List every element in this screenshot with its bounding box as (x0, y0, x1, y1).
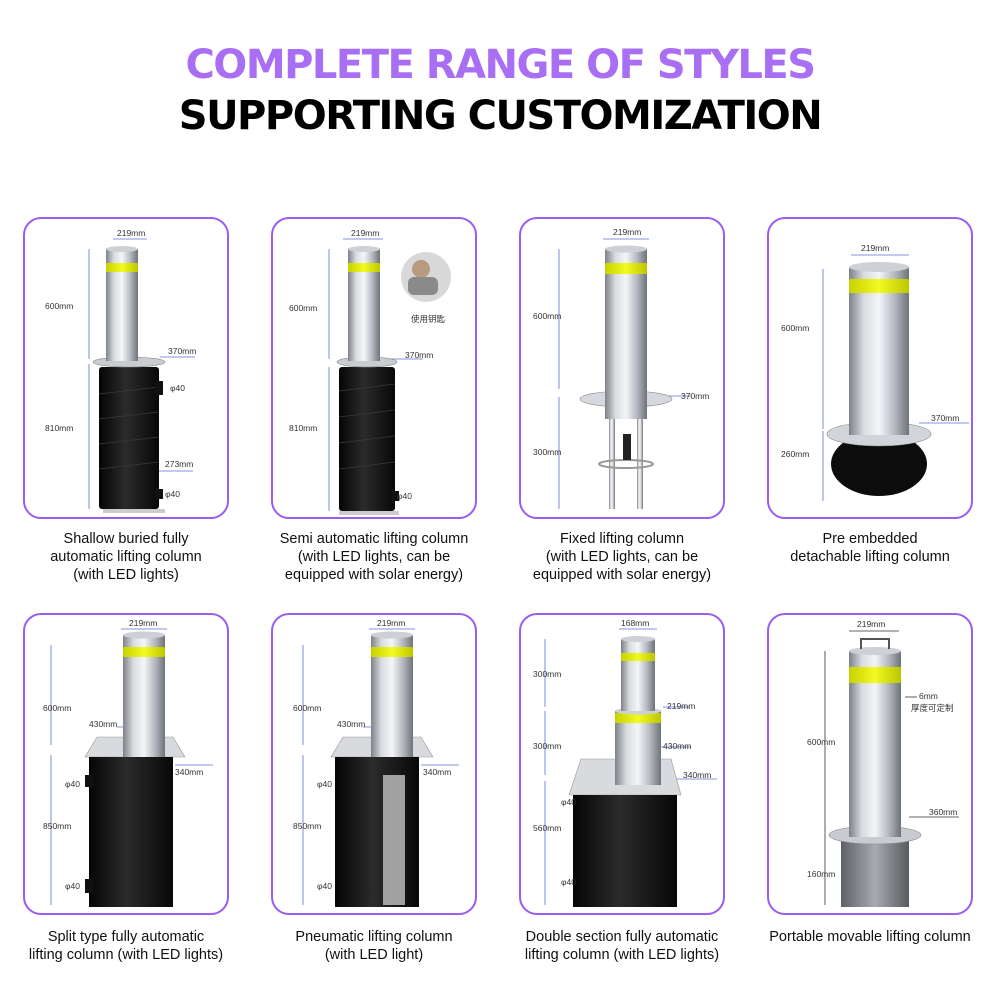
dim-top: 168mm (621, 618, 649, 628)
dim-thickness: 6mm (919, 691, 938, 701)
dim-upper: 600mm (43, 703, 71, 713)
dim-lower: 160mm (807, 869, 835, 879)
dim-lower: 560mm (533, 823, 561, 833)
dim-flange: 370mm (931, 413, 959, 423)
dim-top: 219mm (129, 618, 157, 628)
dim-plate: 430mm (337, 719, 365, 729)
dim-upper: 600mm (781, 323, 809, 333)
dim-upper: 600mm (293, 703, 321, 713)
dim-upper: 300mm (533, 669, 561, 679)
dim-mid: 219mm (667, 701, 695, 711)
dim-top: 219mm (117, 228, 145, 238)
dim-hole: φ40 (317, 881, 332, 891)
dim-side: 340mm (683, 770, 711, 780)
dim-top: 219mm (857, 619, 885, 629)
dim-top: 219mm (377, 618, 405, 628)
dim-base: 273mm (165, 459, 193, 469)
caption-fixed: Fixed lifting column(with LED lights, ca… (532, 531, 712, 583)
dim-hole: φ40 (165, 489, 180, 499)
dim-top: 219mm (861, 243, 889, 253)
dim-flange: 370mm (681, 391, 709, 401)
dim-upper: 600mm (807, 737, 835, 747)
dim-plate: 430mm (663, 741, 691, 751)
headline-bottom: SUPPORTING CUSTOMIZATION (178, 93, 823, 139)
dim-hole: φ40 (397, 491, 412, 501)
dim-top: 219mm (351, 228, 379, 238)
headline-top: COMPLETE RANGE OF STYLES (185, 42, 816, 88)
inset-label: 使用钥匙 (411, 314, 446, 324)
product-card-split-type[interactable]: 219mm 600mm 430mm 340mm φ40 850mm φ40 (23, 613, 229, 915)
dim-upper: 600mm (45, 301, 73, 311)
dim-flange: 360mm (929, 807, 957, 817)
dim-side: 340mm (175, 767, 203, 777)
key-inset-image (401, 252, 451, 302)
product-card-fixed[interactable]: 219mm 600mm 370mm 300mm (519, 217, 725, 519)
dim-lower: 300mm (533, 447, 561, 457)
dim-flange: 370mm (168, 346, 196, 356)
product-card-semi-automatic[interactable]: 使用钥匙 219mm 600mm 370mm 810mm φ40 (271, 217, 477, 519)
product-card-shallow-buried[interactable]: 219mm 600mm 370mm φ40 810mm 273mm φ40 (23, 217, 229, 519)
dim-hole: φ40 (65, 779, 80, 789)
dim-side: 340mm (423, 767, 451, 777)
dim-upper: 600mm (289, 303, 317, 313)
dim-lower: 810mm (289, 423, 317, 433)
caption-pneumatic: Pneumatic lifting column(with LED light) (295, 929, 453, 963)
dim-lower: 810mm (45, 423, 73, 433)
product-card-pre-embedded[interactable]: 219mm 600mm 370mm 260mm (767, 217, 973, 519)
dim-lower: 260mm (781, 449, 809, 459)
product-card-pneumatic[interactable]: 219mm 600mm 430mm 340mm φ40 850mm φ40 (271, 613, 477, 915)
product-card-double-section[interactable]: 168mm 300mm 219mm 300mm 430mm 340mm φ40 … (519, 613, 725, 915)
caption-portable: Portable movable lifting column (769, 929, 971, 945)
dim-hole: φ40 (561, 797, 576, 807)
dim-middle: 300mm (533, 741, 561, 751)
dim-top: 219mm (613, 227, 641, 237)
caption-semi-automatic: Semi automatic lifting column(with LED l… (279, 531, 469, 583)
dim-upper: 600mm (533, 311, 561, 321)
dim-lower: 850mm (43, 821, 71, 831)
dim-thickness-note: 厚度可定制 (911, 703, 954, 713)
dim-hole: φ40 (65, 881, 80, 891)
dim-hole: φ40 (561, 877, 576, 887)
dim-plate: 430mm (89, 719, 117, 729)
dim-flange: 370mm (405, 350, 433, 360)
dim-hole: φ40 (317, 779, 332, 789)
dim-hole: φ40 (170, 383, 185, 393)
product-card-portable[interactable]: 219mm 6mm 厚度可定制 600mm 360mm 160mm (767, 613, 973, 915)
dim-lower: 850mm (293, 821, 321, 831)
